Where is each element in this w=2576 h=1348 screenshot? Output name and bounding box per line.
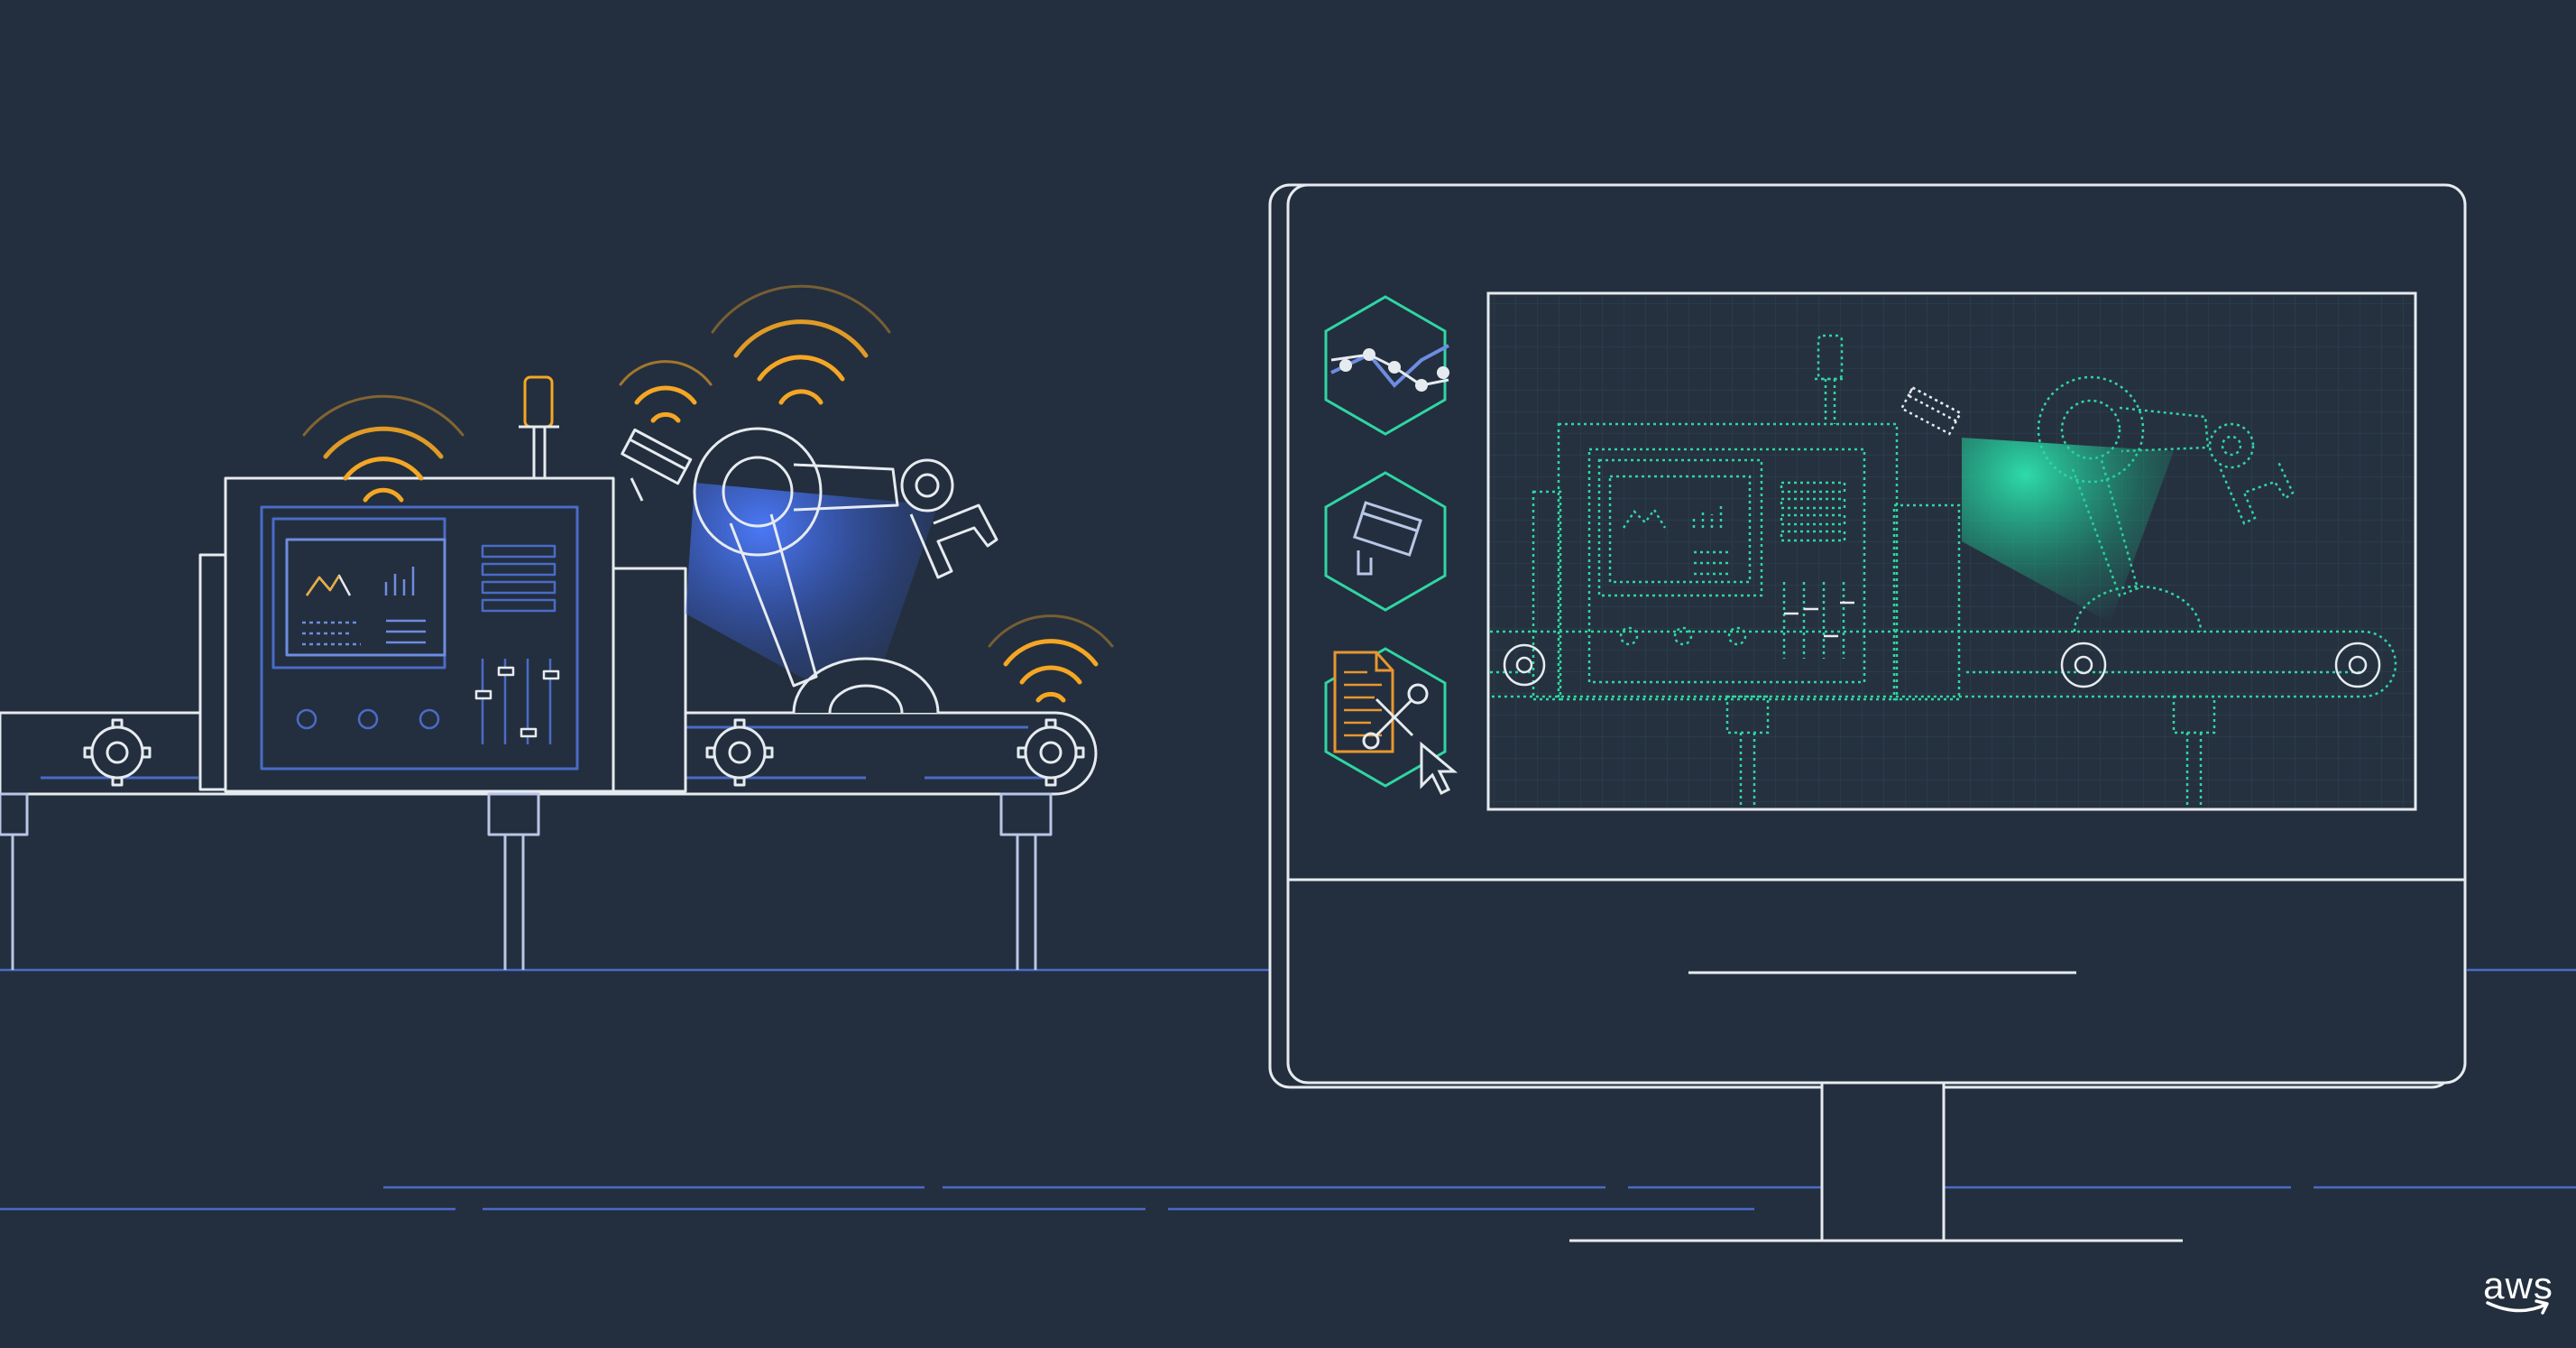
digital-twin-screen bbox=[1486, 291, 2417, 811]
floor-lines bbox=[0, 968, 2576, 1211]
conveyor-legs bbox=[0, 792, 1053, 970]
beacon-light bbox=[523, 375, 554, 429]
physical-machine bbox=[0, 375, 1098, 970]
wifi-signal-icon bbox=[302, 284, 1114, 703]
machine-side-panel bbox=[198, 553, 229, 791]
robot-arm bbox=[693, 427, 998, 714]
line-chart-hex-icon bbox=[1324, 295, 1449, 436]
aws-logo-text: aws bbox=[2483, 1264, 2553, 1306]
monitor-sidebar bbox=[1324, 295, 1458, 796]
camera-hex-icon bbox=[1324, 471, 1447, 612]
twin-camera-beam bbox=[1962, 438, 2174, 623]
aws-smile-arrow-icon bbox=[2486, 1299, 2549, 1315]
document-tools-hex-icon bbox=[1324, 647, 1458, 796]
gear-icon bbox=[1017, 718, 1085, 787]
aws-logo: aws bbox=[2482, 1267, 2554, 1317]
machine-body bbox=[224, 476, 615, 793]
monitor-stand bbox=[1820, 1081, 1946, 1242]
gear-icon bbox=[83, 718, 152, 787]
machine-front-panel bbox=[260, 505, 579, 771]
gear-icon bbox=[705, 718, 774, 787]
machine-side-block bbox=[612, 567, 687, 793]
camera-icon bbox=[621, 428, 693, 485]
cursor-icon bbox=[1420, 741, 1458, 796]
camera-beam bbox=[685, 483, 938, 713]
conveyor-belt bbox=[0, 711, 1098, 796]
